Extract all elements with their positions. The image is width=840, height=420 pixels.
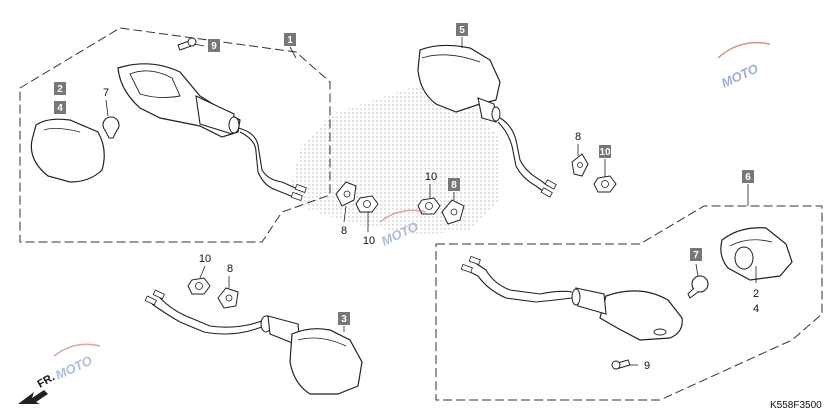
svg-text:4: 4 [57, 103, 63, 114]
svg-text:9: 9 [211, 41, 217, 52]
callout-box-4: 4 [54, 101, 66, 114]
svg-text:5: 5 [459, 25, 465, 36]
callout-box-5: 5 [456, 23, 468, 36]
lens-shape [30, 118, 105, 183]
group-front-right-winker [417, 44, 617, 198]
callout-box-3: 3 [338, 312, 350, 325]
leader-lines [105, 37, 757, 366]
svg-text:MOTO: MOTO [53, 353, 94, 383]
svg-text:2: 2 [57, 84, 63, 95]
svg-text:7: 7 [693, 250, 699, 261]
svg-text:6: 6 [745, 172, 751, 183]
group-front-left-winker [19, 27, 331, 243]
group-rear-right-winker [435, 205, 823, 401]
callout-label-7: 7 [103, 87, 109, 99]
callout-label-9: 9 [644, 360, 650, 372]
callout-label-10: 10 [199, 253, 211, 265]
winker-housing [289, 328, 363, 395]
callout-label-4: 4 [753, 303, 759, 315]
callout-box-1: 1 [284, 33, 296, 46]
direction-arrow: FR. [18, 371, 57, 404]
svg-text:8: 8 [451, 180, 457, 191]
bulb [691, 275, 709, 293]
callout-box-6: 6 [742, 170, 754, 183]
callout-box-8: 8 [448, 178, 460, 191]
callout-label-10: 10 [363, 235, 375, 247]
svg-text:10: 10 [599, 147, 611, 158]
callout-label-8: 8 [227, 263, 233, 275]
callout-box-9: 9 [208, 39, 220, 52]
svg-text:MOTO: MOTO [719, 61, 760, 91]
callout-label-8: 8 [341, 225, 347, 237]
callout-box-10: 10 [599, 145, 611, 158]
callout-box-7: 7 [690, 248, 702, 261]
callout-label-10: 10 [425, 171, 437, 183]
direction-label: FR. [36, 371, 57, 390]
svg-text:3: 3 [341, 314, 347, 325]
watermark-logo: MOTO [717, 41, 771, 91]
group-rear-left-winker [144, 277, 363, 395]
watermark-logo: MOTO [53, 343, 101, 383]
lens-shape [720, 227, 793, 281]
svg-text:1: 1 [287, 35, 293, 46]
winker-housing [599, 290, 683, 341]
callout-label-8: 8 [575, 131, 581, 143]
callout-label-2: 2 [753, 288, 759, 300]
callout-box-2: 2 [54, 82, 66, 95]
arrow-icon [18, 390, 48, 404]
diagram-code: K558F3500 [770, 400, 822, 411]
center-hardware [335, 181, 465, 225]
